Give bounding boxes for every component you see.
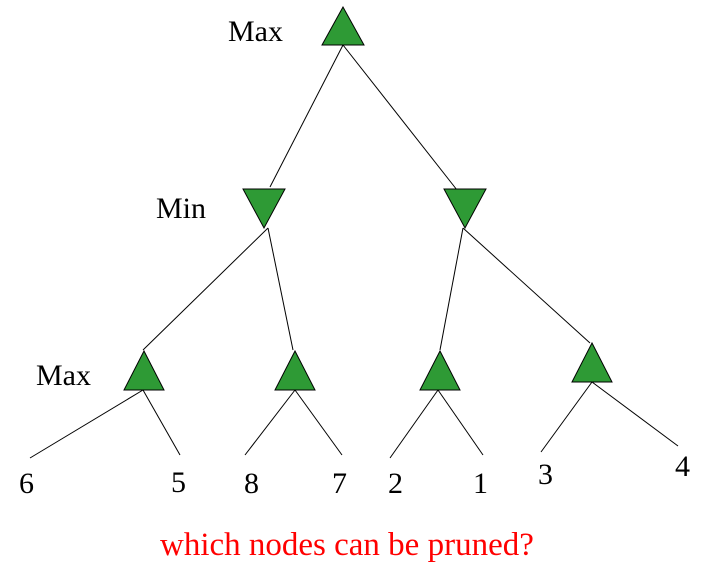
edge-min1-max2 — [267, 227, 294, 351]
edge-min2-max4 — [462, 227, 591, 344]
min-node-right — [443, 188, 487, 230]
edge-root-min2 — [342, 44, 458, 191]
max-node-1 — [123, 349, 165, 391]
min-node-left — [242, 188, 286, 230]
edge-max1-leaf5 — [142, 389, 181, 456]
max-node-3 — [419, 349, 461, 391]
leaf-value: 2 — [388, 467, 403, 500]
question-text: which nodes can be pruned? — [160, 527, 534, 563]
leaf-value: 7 — [332, 467, 347, 500]
edge-max3-leaf1 — [437, 389, 484, 456]
leaf-value: 5 — [171, 466, 186, 499]
level-label-middle: Min — [156, 192, 206, 225]
max-node-4 — [571, 341, 613, 383]
leaf-values: 6 5 8 7 2 1 3 4 — [19, 450, 690, 500]
level-label-root: Max — [228, 15, 283, 48]
max-node-2 — [274, 349, 316, 391]
edges — [29, 44, 679, 459]
edge-min2-max3 — [439, 227, 464, 351]
level-labels: Max Min Max — [36, 15, 283, 392]
edge-max1-leaf6 — [29, 389, 144, 459]
edge-max2-leaf8 — [244, 389, 296, 456]
leaf-value: 1 — [473, 467, 488, 500]
edge-max2-leaf7 — [294, 389, 343, 456]
nodes — [123, 5, 613, 391]
edge-root-min1 — [269, 44, 344, 188]
leaf-value: 6 — [19, 467, 34, 500]
edge-max3-leaf2 — [389, 389, 439, 459]
max-node-root — [321, 5, 365, 46]
level-label-bottom: Max — [36, 359, 91, 392]
edge-max4-leaf4 — [591, 381, 679, 447]
edge-min1-max1 — [142, 227, 269, 351]
leaf-value: 8 — [244, 467, 259, 500]
edge-max4-leaf3 — [540, 381, 593, 453]
leaf-value: 3 — [538, 458, 553, 491]
leaf-value: 4 — [675, 450, 690, 483]
